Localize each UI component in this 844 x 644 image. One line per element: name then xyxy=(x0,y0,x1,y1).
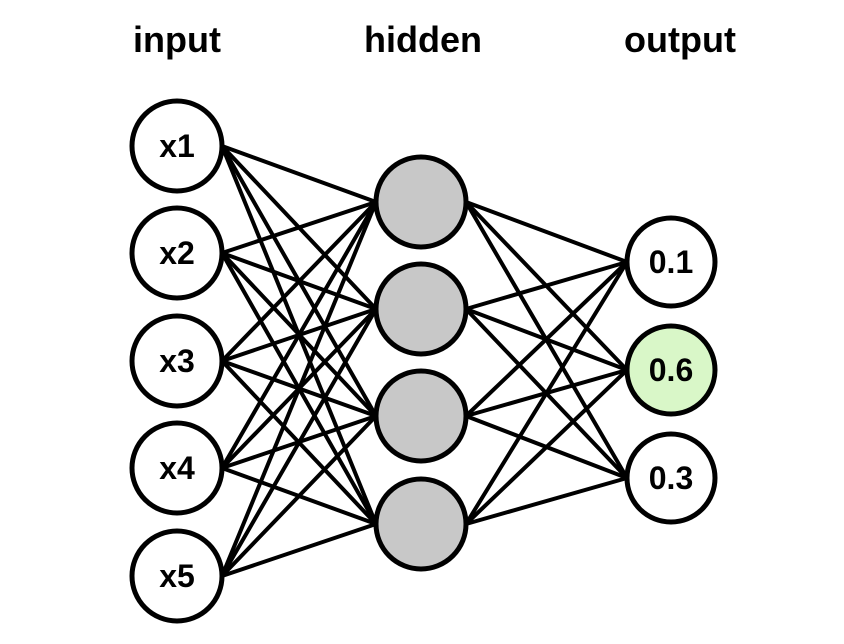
edge-input-2-hidden-1 xyxy=(220,200,378,255)
input-node-5 xyxy=(129,528,225,624)
edges xyxy=(220,144,629,578)
input-node-label: x5 xyxy=(159,558,195,594)
edge-input-5-hidden-4 xyxy=(220,522,378,578)
input-node-label: x2 xyxy=(159,235,195,271)
output-node-3 xyxy=(624,431,718,525)
edge-input-4-hidden-1 xyxy=(220,200,378,470)
output-node-label: 0.6 xyxy=(649,352,693,388)
edge-hidden-2-output-1 xyxy=(464,260,629,311)
edge-input-5-hidden-3 xyxy=(220,414,378,578)
hidden-node-4 xyxy=(373,476,469,572)
hidden-layer-title: hidden xyxy=(364,19,482,60)
output-node-label: 0.1 xyxy=(649,244,693,280)
hidden-node-2 xyxy=(373,261,469,357)
input-node-label: x3 xyxy=(159,343,195,379)
hidden-node-3 xyxy=(373,368,469,464)
output-node-1 xyxy=(624,215,718,309)
input-node-1 xyxy=(129,98,225,194)
output-layer-title: output xyxy=(624,19,736,60)
input-node-3 xyxy=(129,313,225,409)
nodes: x1 x2 x3 x4 x5 0.1 0.6 0.3 xyxy=(129,98,718,624)
edge-input-5-hidden-1 xyxy=(220,200,378,578)
edge-hidden-4-output-2 xyxy=(464,368,629,526)
output-node-2 xyxy=(624,323,718,417)
edge-input-3-hidden-1 xyxy=(220,200,378,363)
edge-hidden-4-output-1 xyxy=(464,260,629,526)
hidden-node-1 xyxy=(373,154,469,250)
input-node-label: x1 xyxy=(159,128,195,164)
edge-input-1-hidden-1 xyxy=(220,144,378,204)
input-node-label: x4 xyxy=(159,450,195,486)
edge-hidden-1-output-1 xyxy=(464,200,629,264)
input-node-4 xyxy=(129,420,225,516)
edge-hidden-4-output-3 xyxy=(464,476,629,526)
input-layer-title: input xyxy=(133,19,221,60)
input-node-2 xyxy=(129,205,225,301)
edge-input-5-hidden-2 xyxy=(220,307,378,578)
output-node-label: 0.3 xyxy=(649,460,693,496)
edge-hidden-3-output-1 xyxy=(464,260,629,418)
